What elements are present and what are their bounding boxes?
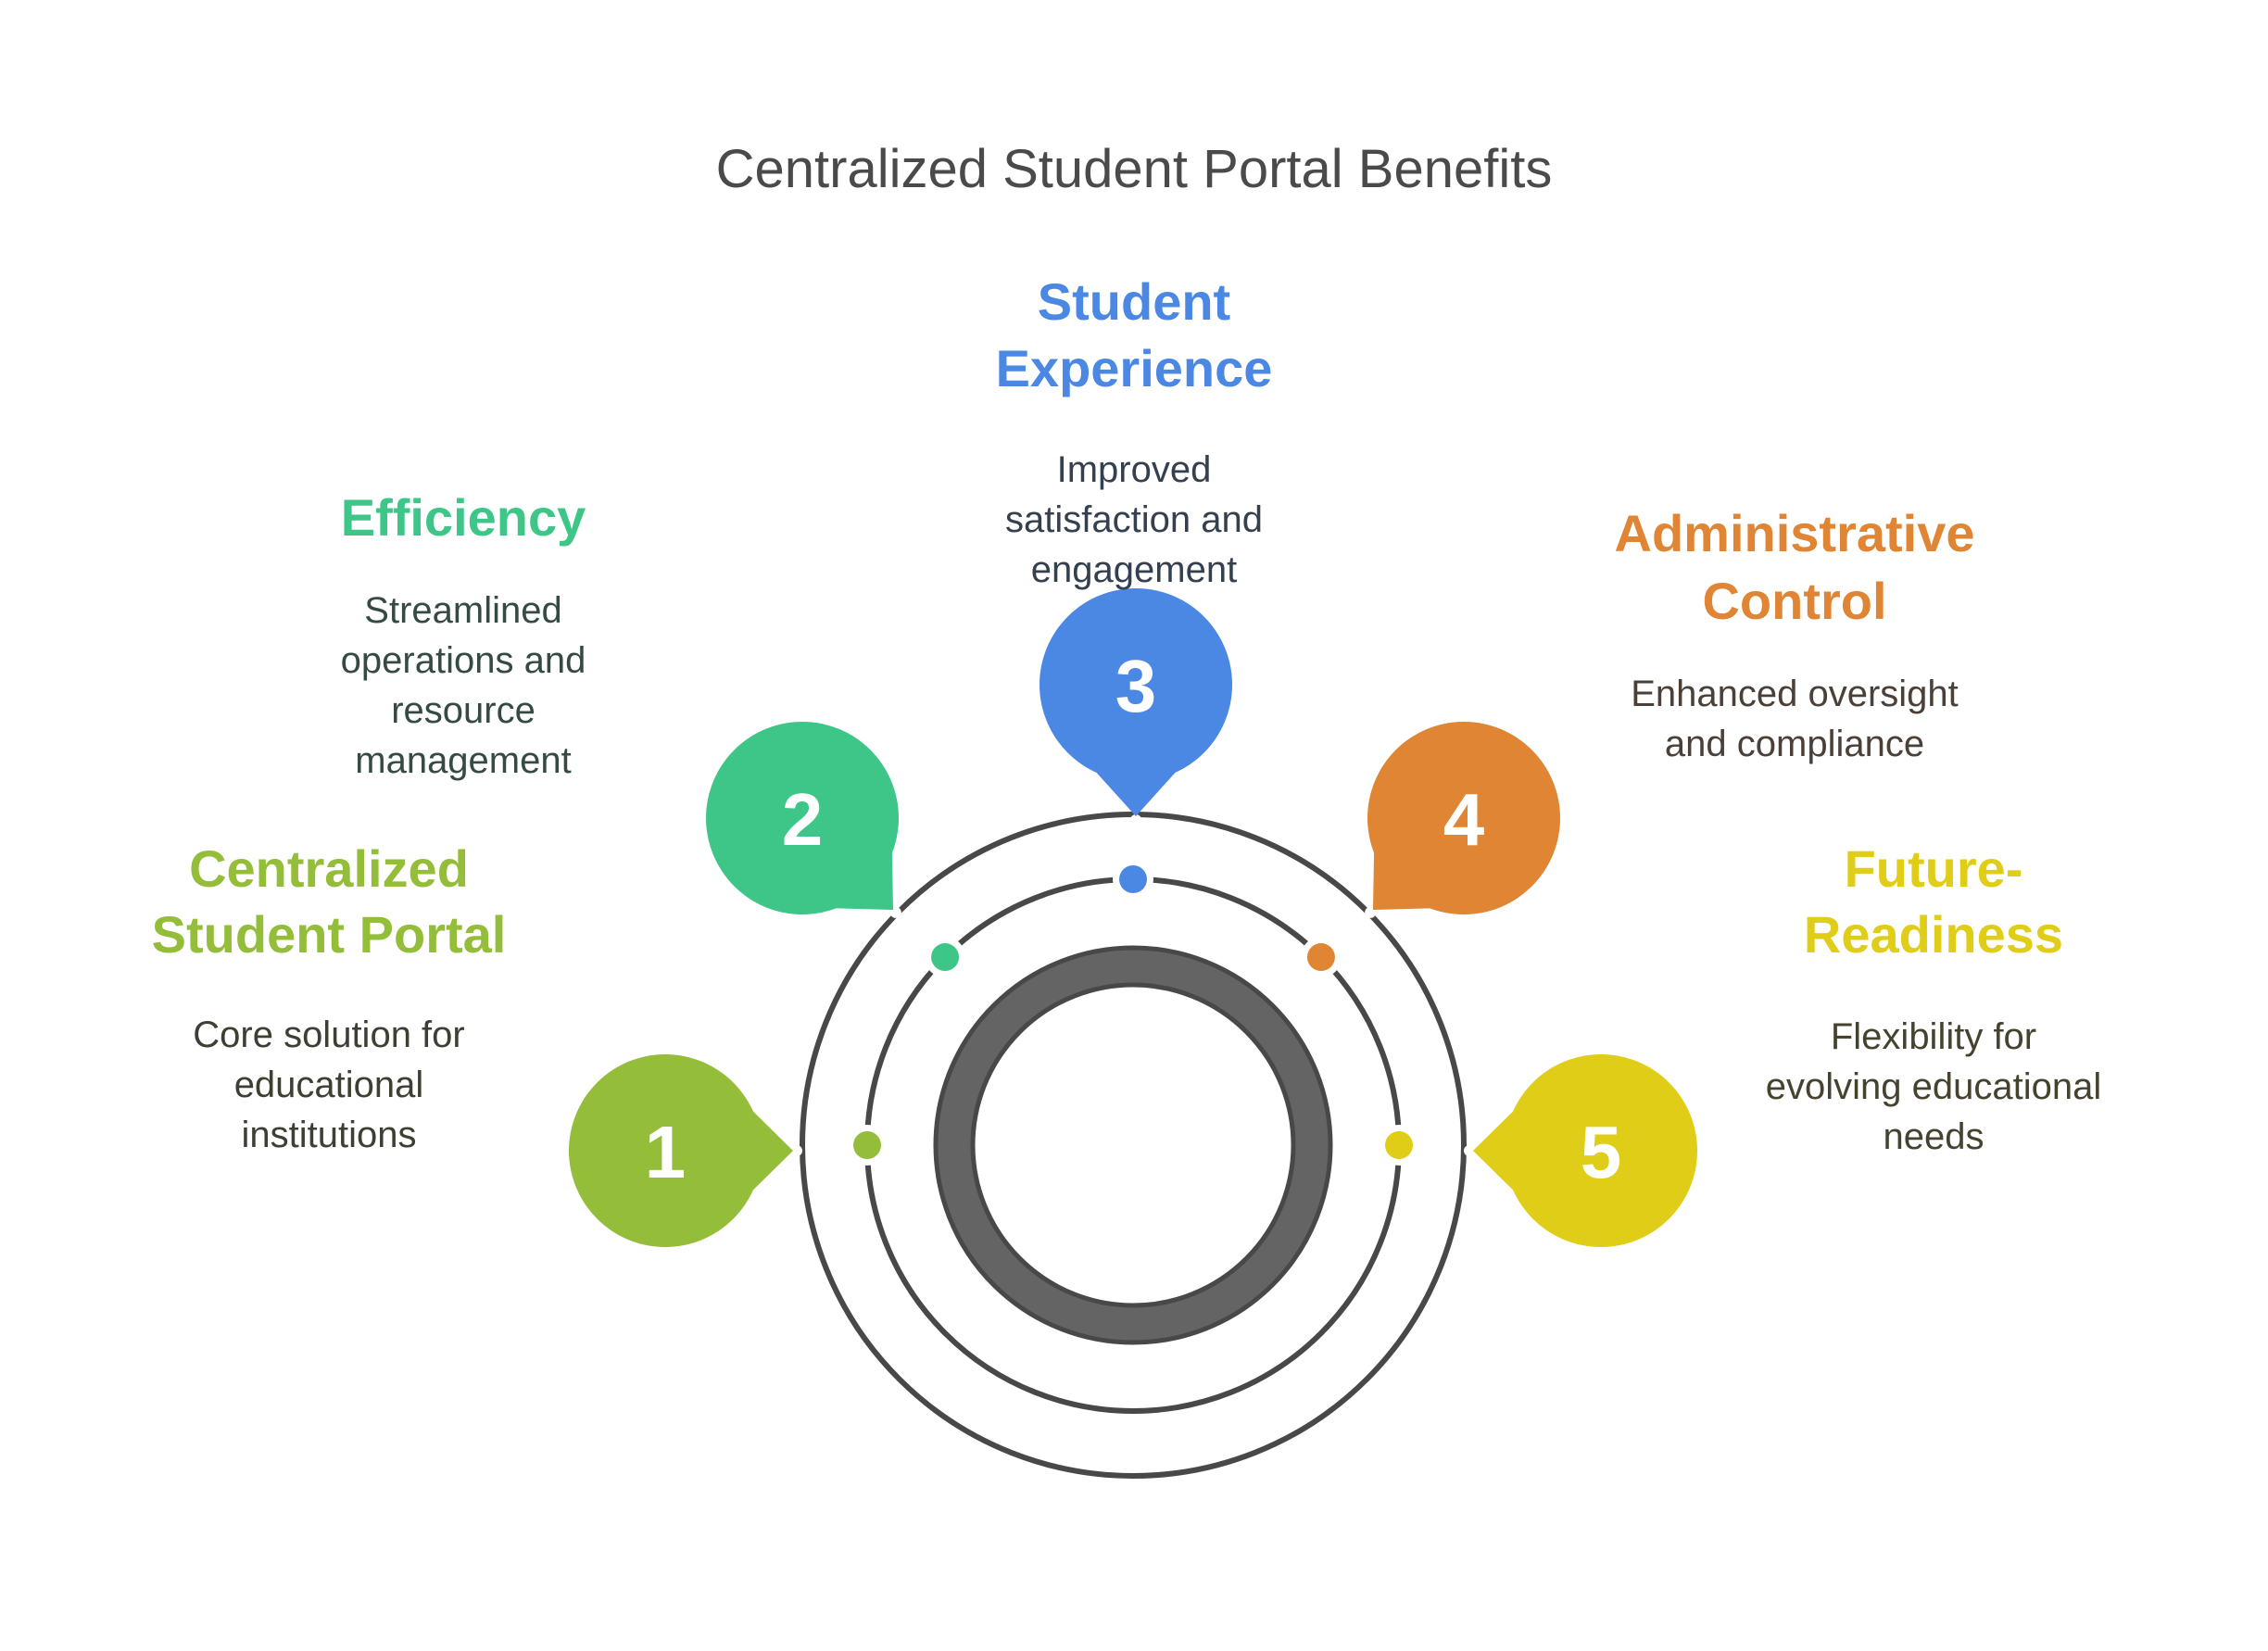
- step-number: 1: [645, 1111, 687, 1193]
- bubble-pointer: [1373, 818, 1464, 910]
- item-heading: Student Portal: [152, 905, 507, 964]
- item-description: Flexibility for: [1831, 1016, 2036, 1057]
- core-ring: [936, 948, 1330, 1342]
- item-heading: Experience: [996, 339, 1273, 397]
- concentric-rings: [800, 812, 1467, 1479]
- bubble-pointer: [1473, 1111, 1601, 1191]
- item-heading: Efficiency: [341, 488, 586, 547]
- item-description: Improved: [1057, 449, 1212, 490]
- item-heading: Control: [1702, 572, 1886, 630]
- bubble-pointer: [802, 818, 893, 910]
- item-description: evolving educational: [1766, 1066, 2101, 1107]
- item-description: management: [355, 740, 571, 781]
- step-number: 4: [1443, 778, 1485, 861]
- item-heading: Centralized: [189, 839, 469, 898]
- item-heading: Student: [1038, 272, 1230, 331]
- item-description: educational: [234, 1065, 424, 1105]
- item-heading: Administrative: [1615, 504, 1975, 562]
- ring-dot: [853, 1131, 881, 1159]
- tip-gap: [1464, 1145, 1475, 1156]
- tip-gap: [1130, 814, 1141, 826]
- item-description: Streamlined: [364, 590, 561, 631]
- item-description: and compliance: [1665, 724, 1924, 764]
- item-description: resource: [391, 690, 536, 731]
- core-ring-outer-edge: [933, 945, 1333, 1345]
- step-number: 3: [1115, 645, 1157, 727]
- step-number: 5: [1581, 1111, 1622, 1193]
- item-description: operations and: [341, 640, 586, 681]
- ring-dot: [1306, 943, 1335, 972]
- item-description: Core solution for: [193, 1015, 464, 1055]
- ring-dot: [931, 943, 960, 972]
- item-heading: Readiness: [1804, 905, 2063, 964]
- item-heading: Future-: [1845, 839, 2023, 898]
- item-description: Enhanced oversight: [1631, 674, 1959, 714]
- ring-dot: [1385, 1131, 1413, 1159]
- ring-dot: [1119, 865, 1147, 893]
- tip-gap: [791, 1145, 802, 1156]
- diagram-title: Centralized Student Portal Benefits: [716, 139, 1553, 199]
- item-description: needs: [1884, 1116, 1984, 1157]
- item-description: engagement: [1031, 549, 1237, 590]
- bubble-pointer: [665, 1111, 793, 1191]
- outer-ring: [800, 812, 1467, 1479]
- step-number: 2: [782, 778, 824, 861]
- item-description: satisfaction and: [1005, 499, 1263, 540]
- core-ring-inner-edge: [970, 982, 1296, 1308]
- item-description: institutions: [242, 1115, 417, 1155]
- bubble-pointer: [1096, 685, 1176, 816]
